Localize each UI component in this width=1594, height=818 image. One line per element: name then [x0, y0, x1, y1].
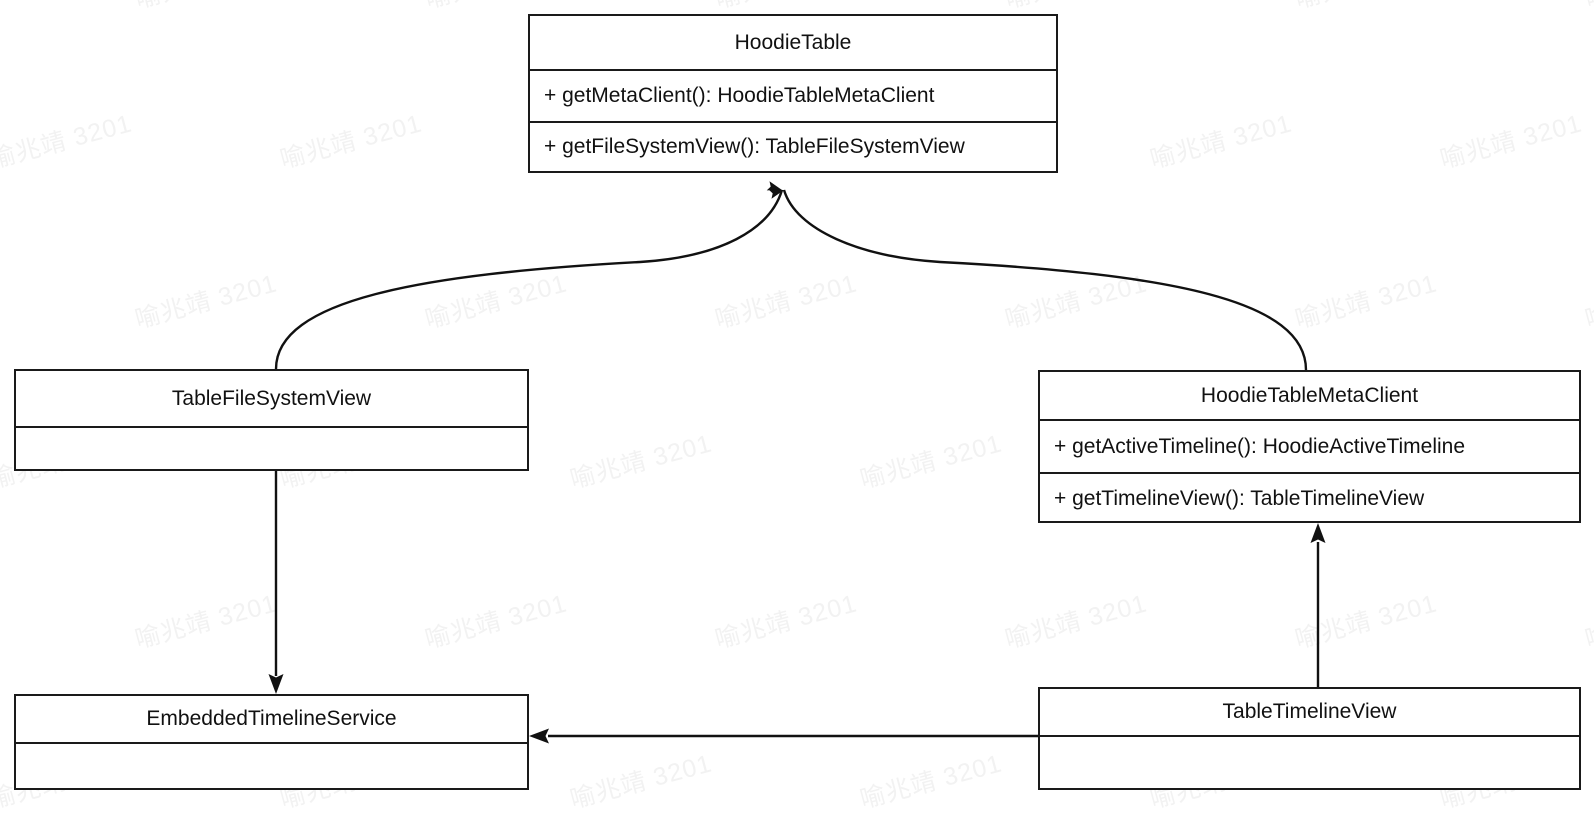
watermark-text: 喻兆靖 3201 [1582, 269, 1594, 335]
watermark-text: 喻兆靖 3201 [1437, 109, 1586, 175]
class-member: + getActiveTimeline(): HoodieActiveTimel… [1054, 434, 1466, 458]
class-name-embedded-timeline-service: EmbeddedTimelineService [146, 707, 397, 730]
watermark-text: 喻兆靖 3201 [857, 749, 1006, 815]
class-box-embedded-timeline-service[interactable]: EmbeddedTimelineService [14, 694, 529, 790]
class-members-table-timeline-view [1040, 735, 1579, 788]
watermark-text: 喻兆靖 3201 [1147, 109, 1296, 175]
watermark-text: 喻兆靖 3201 [712, 269, 861, 335]
watermark-text: 喻兆靖 3201 [1292, 269, 1441, 335]
class-box-hoodie-table-meta-client[interactable]: HoodieTableMetaClient + getActiveTimelin… [1038, 370, 1581, 523]
watermark-text: 喻兆靖 3201 [567, 429, 716, 495]
watermark-text: 喻兆靖 3201 [422, 269, 571, 335]
class-name-table-file-system-view: TableFileSystemView [171, 386, 372, 410]
class-box-table-timeline-view[interactable]: TableTimelineView [1038, 687, 1581, 790]
class-members-hoodie-table: + getMetaClient(): HoodieTableMetaClient… [530, 69, 1056, 171]
watermark-text: 喻兆靖 3201 [1581, 0, 1594, 16]
watermark-text: 喻兆靖 3201 [1291, 0, 1441, 16]
class-name-hoodie-table: HoodieTable [734, 30, 852, 54]
edge-hoodie-table-meta-client-to-hoodie-table [768, 189, 1308, 371]
class-members-hoodie-table-meta-client: + getActiveTimeline(): HoodieActiveTimel… [1040, 419, 1579, 523]
watermark-text: 喻兆靖 3201 [131, 0, 281, 16]
watermark-text: 喻兆靖 3201 [132, 269, 281, 335]
class-member: + getFileSystemView(): TableFileSystemVi… [530, 121, 1056, 171]
watermark-text: 喻兆靖 3201 [567, 749, 716, 815]
edge-table-timeline-view-to-embedded-timeline-service [529, 728, 1038, 744]
edge-table-timeline-view-to-hoodie-table-meta-client [1310, 523, 1326, 687]
class-box-table-file-system-view[interactable]: TableFileSystemView [14, 369, 529, 471]
watermark-text: 喻兆靖 3201 [0, 109, 136, 175]
class-box-hoodie-table[interactable]: HoodieTable + getMetaClient(): HoodieTab… [528, 14, 1058, 173]
watermark-text: 喻兆靖 3201 [1582, 589, 1594, 655]
watermark-text: 喻兆靖 3201 [1292, 589, 1441, 655]
watermark-text: 喻兆靖 3201 [857, 429, 1006, 495]
class-member: + getTimelineView(): TableTimelineView [1040, 472, 1579, 523]
watermark-text: 喻兆靖 3201 [277, 109, 426, 175]
class-members-embedded-timeline-service [16, 742, 527, 788]
class-name-table-timeline-view: TableTimelineView [1222, 700, 1397, 723]
watermark-text: 喻兆靖 3201 [1002, 589, 1151, 655]
edge-table-file-system-view-to-embedded-timeline-service [268, 471, 284, 694]
watermark-text: 喻兆靖 3201 [422, 589, 571, 655]
class-member: + getMetaClient(): HoodieTableMetaClient [544, 84, 935, 107]
edge-table-file-system-view-to-hoodie-table [274, 181, 784, 370]
watermark-text: 喻兆靖 3201 [712, 589, 861, 655]
class-name-hoodie-table-meta-client: HoodieTableMetaClient [1200, 383, 1419, 407]
watermark-text: 喻兆靖 3201 [132, 589, 281, 655]
watermark-text: 喻兆靖 3201 [1002, 269, 1151, 335]
class-members-table-file-system-view [16, 426, 527, 469]
